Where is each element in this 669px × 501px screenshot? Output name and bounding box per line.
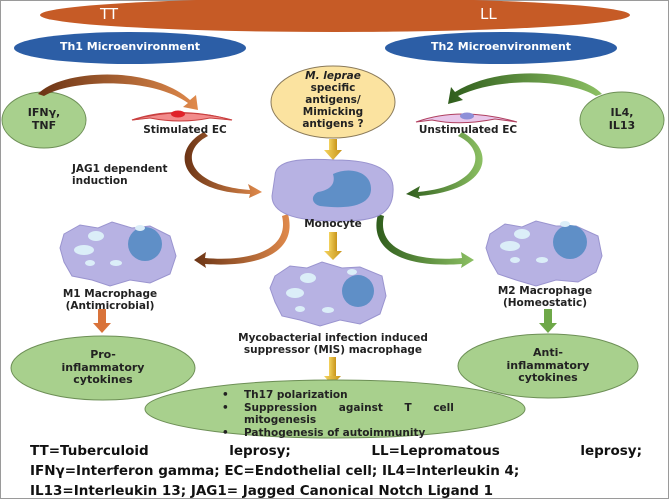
jag1-line-2: induction <box>72 175 128 188</box>
monocyte-to-m2-arrow <box>376 214 474 268</box>
m1-to-pro-arrow <box>93 309 111 333</box>
antigen-line-1: M. leprae <box>305 70 361 82</box>
monocyte-nucleus <box>312 170 372 208</box>
monocyte-to-m1-arrow <box>194 214 290 268</box>
outcomes-list: Th17 polarization Suppression against T … <box>218 389 468 439</box>
il4-line: IL4, <box>610 106 634 119</box>
il4-il13-circle <box>579 91 665 149</box>
antigen-line-5: antigens ? <box>302 118 364 131</box>
m2-line-2: (Homeostatic) <box>502 297 588 310</box>
mis-line-1: Mycobacterial infection induced <box>238 332 428 344</box>
monocyte-label: Monocyte <box>304 218 362 230</box>
outcome-item-continuation: mitogenesis <box>244 414 317 426</box>
m1-label: M1 Macrophage (Antimicrobial) <box>50 288 170 312</box>
m2-line-1: M2 Macrophage <box>497 285 593 297</box>
pro-inflammatory-label: Pro- inflammatory cytokines <box>43 348 163 387</box>
anti-line-1: Anti- <box>533 346 563 359</box>
m2-macrophage-cell <box>485 220 603 287</box>
tt-ll-spectrum-bar <box>40 0 630 32</box>
antigen-bubble <box>270 65 396 139</box>
legend-tt: TT=Tuberculoid <box>30 443 149 459</box>
antigen-to-monocyte-arrow <box>324 139 342 160</box>
ifng-tnf-label: IFNγ, TNF <box>14 106 74 132</box>
stimulated-ec-body <box>131 112 233 122</box>
pro-line-2: inflammatory <box>61 360 145 374</box>
ll-label: LL <box>480 5 497 23</box>
legend-row-3: IL13=Interleukin 13; JAG1= Jagged Canoni… <box>30 483 494 499</box>
mis-macrophage-cell <box>269 261 387 327</box>
antigen-line-4: Mimicking <box>302 106 364 119</box>
antigen-label: M. leprae specific antigens/ Mimicking a… <box>283 70 383 130</box>
th2-environment-ellipse <box>385 32 617 64</box>
il4-il13-label: IL4, IL13 <box>592 106 652 132</box>
m1-macrophage-cell <box>59 221 177 287</box>
abbreviation-legend: TT=Tuberculoid leprosy; LL=Lepromatous l… <box>30 441 642 501</box>
legend-ll: LL=Lepromatous <box>371 443 500 459</box>
anti-line-3: cytokines <box>518 371 578 385</box>
il13-line: IL13 <box>608 118 636 132</box>
m1-line-2: (Antimicrobial) <box>65 300 155 313</box>
m1-line-1: M1 Macrophage <box>62 288 158 300</box>
tt-label: TT <box>100 5 119 23</box>
legend-leprosy-1: leprosy; <box>229 443 291 459</box>
mis-label: Mycobacterial infection induced suppress… <box>218 332 448 356</box>
monocyte-to-mis-arrow <box>324 232 342 260</box>
stimulated-ec-label: Stimulated EC <box>143 124 227 136</box>
m2-to-anti-arrow <box>539 309 557 333</box>
legend-row-2: IFNγ=Interferon gamma; EC=Endothelial ce… <box>30 463 520 479</box>
th1-environment-ellipse <box>14 32 246 64</box>
anti-inflammatory-label: Anti- inflammatory cytokines <box>488 346 608 385</box>
il4-to-ec-arrow <box>448 73 602 104</box>
ec-to-monocyte-arrow <box>184 132 262 198</box>
ec-to-monocyte-arrow-right <box>406 132 483 199</box>
antigen-line-2: specific <box>310 82 356 95</box>
unstimulated-ec-nucleus <box>460 112 474 120</box>
legend-row-1: TT=Tuberculoid leprosy; LL=Lepromatous l… <box>30 441 642 461</box>
outcome-item: Suppression against T cell <box>218 402 468 415</box>
outcome-item: Th17 polarization <box>218 389 468 402</box>
mis-line-2: suppressor (MIS) macrophage <box>243 344 423 357</box>
ifng-to-ec-arrow <box>38 74 198 110</box>
anti-line-2: inflammatory <box>506 358 590 372</box>
th2-label: Th2 Microenvironment <box>430 40 572 53</box>
m2-label: M2 Macrophage (Homeostatic) <box>485 285 605 309</box>
pro-line-3: cytokines <box>73 373 133 387</box>
anti-inflammatory-oval <box>457 333 639 399</box>
stimulated-ec-nucleus <box>171 110 185 118</box>
pro-line-1: Pro- <box>90 348 116 361</box>
legend-leprosy-2: leprosy; <box>580 443 642 459</box>
th1-label: Th1 Microenvironment <box>59 40 201 53</box>
antigen-line-3: antigens/ <box>305 94 361 107</box>
tnf-line: TNF <box>31 118 57 132</box>
outcome-item: Pathogenesis of autoimmunity <box>218 427 468 440</box>
pro-inflammatory-oval <box>10 335 196 401</box>
jag1-label: JAG1 dependent induction <box>72 163 168 187</box>
jag1-line-1: JAG1 dependent <box>72 163 168 175</box>
unstimulated-ec-label: Unstimulated EC <box>418 124 518 136</box>
ifng-line: IFNγ, <box>27 106 61 119</box>
